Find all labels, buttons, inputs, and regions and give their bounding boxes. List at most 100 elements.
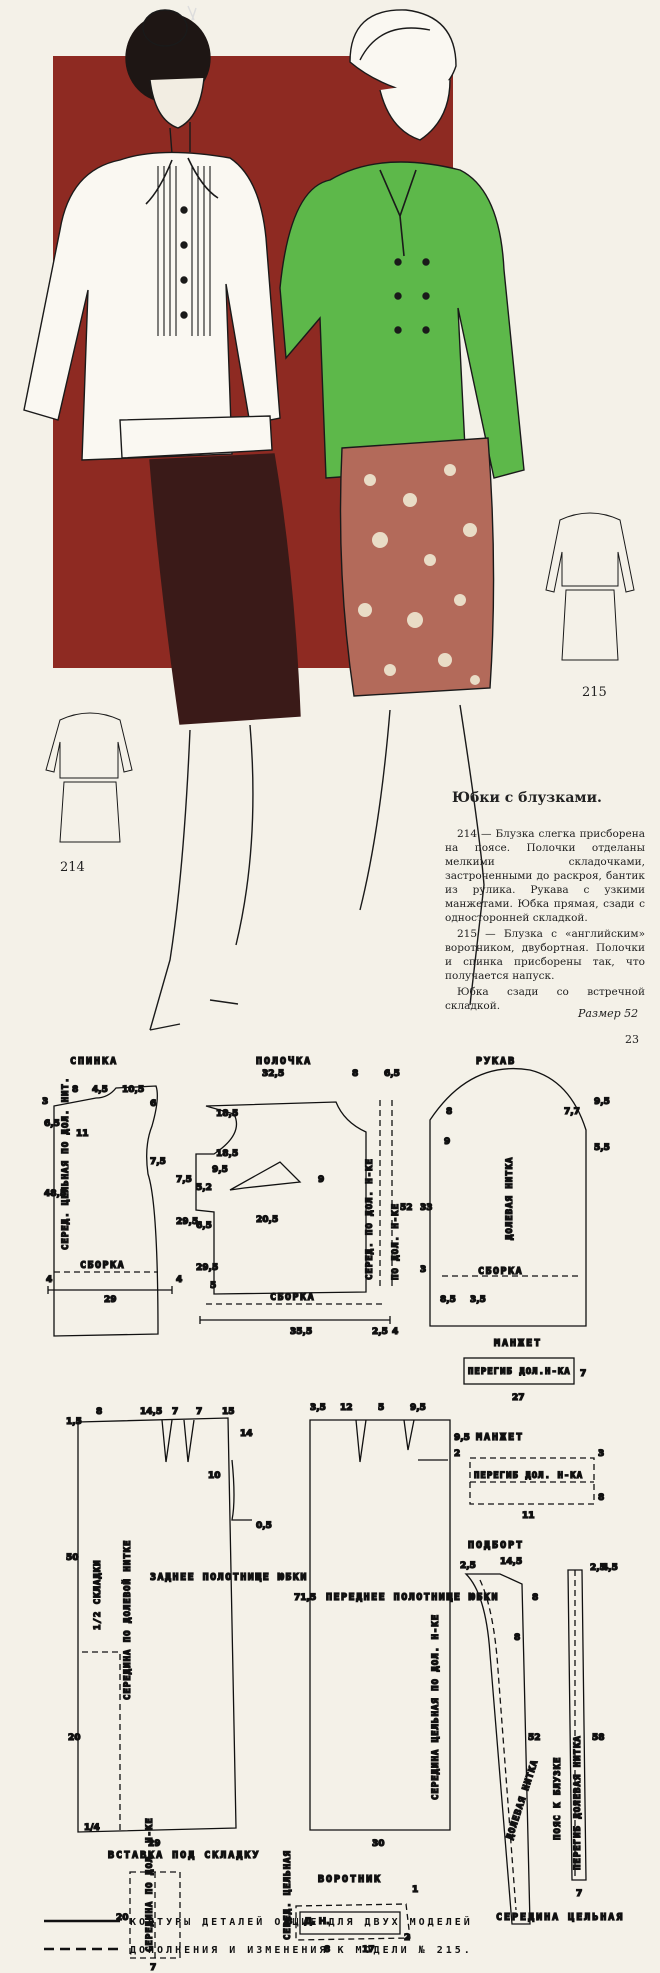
svg-text:71,5: 71,5 — [294, 1593, 316, 1603]
svg-text:18,5: 18,5 — [216, 1149, 238, 1159]
svg-text:8: 8 — [446, 1107, 452, 1117]
svg-text:20: 20 — [116, 1913, 129, 1923]
svg-text:4: 4 — [176, 1275, 182, 1285]
svg-text:8: 8 — [96, 1407, 102, 1417]
svg-text:5,2: 5,2 — [196, 1183, 212, 1193]
svg-text:18,5: 18,5 — [216, 1109, 238, 1119]
belt-fold-label: ПЕРЕГИБ ДОЛЕВАЯ НИТКА — [573, 1735, 583, 1870]
pattern-front: ПОЛОЧКА ПО ДОЛ. Н-КЕ СЕРЕД. ПО ДОЛ. Н-КЕ… — [195, 1054, 413, 1338]
sleeve-grain-label: ДОЛЕВАЯ НИТКА — [505, 1157, 515, 1240]
insert-title-line1: ВСТАВКА ПОД СКЛАДКУ — [108, 1850, 260, 1861]
fashion-illustration — [23, 5, 635, 1031]
sleeve-bottom-label: СБОРКА — [478, 1266, 523, 1277]
svg-text:20,5: 20,5 — [256, 1215, 278, 1225]
svg-text:33: 33 — [420, 1203, 433, 1213]
back-center-label: СЕРЕД. ЦЕЛЬНАЯ ПО ДОЛ. НИТ. — [61, 1077, 71, 1250]
svg-text:2,5: 2,5 — [372, 1327, 388, 1337]
size-label: Размер 52 — [578, 1007, 639, 1020]
front-skirt-width: 30 — [372, 1839, 385, 1849]
svg-text:1: 1 — [412, 1885, 418, 1895]
svg-text:2,5: 2,5 — [460, 1561, 476, 1571]
svg-text:7: 7 — [150, 1963, 156, 1973]
front-center-label: СЕРЕД. ПО ДОЛ. Н-КЕ — [365, 1158, 375, 1280]
back-skirt-title: ЗАДНЕЕ ПОЛОТНИЩЕ ЮБКИ — [150, 1572, 308, 1583]
model-number-214: 214 — [60, 860, 85, 875]
article-text: 214 — Блузка слегка присборена на поясе.… — [445, 827, 645, 1015]
svg-text:2: 2 — [454, 1449, 460, 1459]
svg-text:7: 7 — [172, 1407, 178, 1417]
svg-text:7: 7 — [196, 1407, 202, 1417]
svg-text:10: 10 — [208, 1471, 221, 1481]
pattern-cuff-1: МАНЖЕТ ПЕРЕГИБ ДОЛ.Н-КА 27 7 — [463, 1337, 587, 1404]
front-grain-label: ПО ДОЛ. Н-КЕ — [391, 1203, 401, 1280]
svg-text:29,5: 29,5 — [196, 1263, 218, 1273]
svg-text:11: 11 — [76, 1129, 89, 1139]
svg-text:4,5: 4,5 — [92, 1085, 108, 1095]
svg-text:3: 3 — [598, 1449, 604, 1459]
model-number-215: 215 — [582, 685, 607, 700]
svg-text:7: 7 — [576, 1889, 582, 1899]
pattern-sleeve: РУКАВ ДОЛЕВАЯ НИТКА СБОРКА 8 7,7 9,5 5,5… — [419, 1055, 611, 1327]
svg-text:9,5: 9,5 — [212, 1165, 228, 1175]
pattern-insert: ВСТАВКА ПОД СКЛАДКУ СЕРЕДИНА ПО ДОЛ. Н-К… — [107, 1817, 260, 1973]
svg-text:8: 8 — [286, 1917, 292, 1927]
svg-text:6,5: 6,5 — [384, 1069, 400, 1079]
svg-text:1/4: 1/4 — [84, 1823, 100, 1833]
svg-text:58: 58 — [592, 1733, 605, 1743]
svg-text:52: 52 — [400, 1203, 413, 1213]
article-title: Юбки с блузками. — [452, 790, 602, 806]
svg-text:12: 12 — [340, 1403, 353, 1413]
svg-text:48,5: 48,5 — [44, 1189, 66, 1199]
svg-text:8: 8 — [514, 1633, 520, 1643]
svg-text:6,5: 6,5 — [196, 1221, 212, 1231]
svg-text:7,7: 7,7 — [564, 1107, 580, 1117]
legend-solid-text: КОНТУРЫ ДЕТАЛЕЙ ОБЩИЕ ДЛЯ ДВУХ МОДЕЛЕЙ — [130, 1915, 473, 1928]
svg-text:0,5: 0,5 — [256, 1521, 272, 1531]
sleeve-title: РУКАВ — [476, 1056, 516, 1067]
svg-text:8: 8 — [72, 1085, 78, 1095]
svg-text:5: 5 — [210, 1281, 216, 1291]
svg-text:8: 8 — [352, 1069, 358, 1079]
paragraph-215: 215 — Блузка с «английским» воротником, … — [445, 928, 645, 982]
svg-text:14,5: 14,5 — [500, 1557, 522, 1567]
pattern-back: СПИНКА СЕРЕД. ЦЕЛЬНАЯ ПО ДОЛ. НИТ. СБОРК… — [41, 1055, 199, 1337]
svg-text:10,5: 10,5 — [122, 1085, 144, 1095]
cuff-1-label: ПЕРЕГИБ ДОЛ.Н-КА — [468, 1367, 571, 1377]
collar-center-label: СЕРЕД. ЦЕЛЬНАЯ — [283, 1850, 293, 1940]
pattern-drafts: СПИНКА СЕРЕД. ЦЕЛЬНАЯ ПО ДОЛ. НИТ. СБОРК… — [41, 1054, 624, 1973]
svg-text:5,5: 5,5 — [594, 1143, 610, 1153]
cuff-2-title: МАНЖЕТ — [476, 1432, 524, 1443]
collar-title: ВОРОТНИК — [318, 1874, 382, 1885]
facing-grain-label: ДОЛЕВАЯ НИТКА — [505, 1758, 540, 1840]
facing-title: ПОДБОРТ — [468, 1540, 524, 1551]
pattern-collar: ВОРОТНИК СЕРЕД. ЦЕЛЬНАЯ 1 8 Д. Н. 8 17 2 — [282, 1849, 419, 1955]
svg-text:9,5: 9,5 — [454, 1433, 470, 1443]
svg-text:50: 50 — [66, 1553, 79, 1563]
svg-text:7,5: 7,5 — [150, 1157, 166, 1167]
svg-text:29,5: 29,5 — [176, 1217, 198, 1227]
back-width: 29 — [104, 1295, 117, 1305]
svg-text:1,5: 1,5 — [66, 1417, 82, 1427]
insert-center-label: СЕРЕДИНА ПО ДОЛ. Н-КЕ — [145, 1817, 155, 1952]
svg-text:9: 9 — [444, 1137, 450, 1147]
svg-text:4,5: 4,5 — [602, 1563, 618, 1573]
svg-text:Д. Н.: Д. Н. — [304, 1917, 330, 1927]
flat-sketch-214 — [45, 712, 133, 843]
svg-text:3,5: 3,5 — [470, 1295, 486, 1305]
back-bottom-label: СБОРКА — [80, 1260, 125, 1271]
svg-text:7,5: 7,5 — [176, 1175, 192, 1185]
svg-text:2,5: 2,5 — [590, 1563, 606, 1573]
svg-text:15: 15 — [222, 1407, 235, 1417]
svg-text:8: 8 — [598, 1493, 604, 1503]
svg-text:32,5: 32,5 — [262, 1069, 284, 1079]
cuff-1-width: 27 — [512, 1393, 525, 1403]
belt-label: ПОЯС К БЛУЗКЕ — [553, 1757, 563, 1840]
svg-text:17: 17 — [362, 1945, 375, 1955]
svg-text:6,5: 6,5 — [44, 1119, 60, 1129]
svg-text:3: 3 — [420, 1265, 426, 1275]
svg-text:4: 4 — [392, 1327, 398, 1337]
svg-text:9: 9 — [318, 1175, 324, 1185]
facing-bottom-label: СЕРЕДИНА ЦЕЛЬНАЯ — [496, 1912, 624, 1923]
back-title: СПИНКА — [70, 1056, 118, 1067]
